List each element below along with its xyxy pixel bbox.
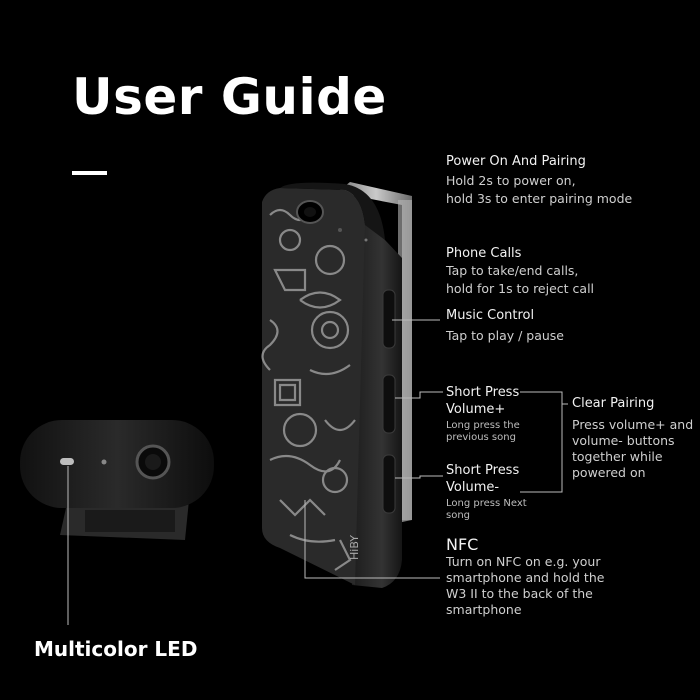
power-line-2: hold 3s to enter pairing mode: [446, 191, 633, 206]
nfc-leader-line: [304, 500, 440, 579]
device-main: [261, 182, 402, 588]
vol-down-heading-2: Volume-: [446, 480, 500, 495]
vol-down-line-2: song: [446, 510, 471, 521]
clear-line-4: powered on: [572, 465, 646, 480]
music-control-button[interactable]: [382, 289, 396, 349]
clear-line-1: Press volume+ and: [572, 417, 694, 432]
device-logo: HiBY: [348, 535, 361, 560]
led-indicator: [60, 458, 74, 465]
music-heading: Music Control: [446, 308, 535, 323]
doodle-pattern: [261, 208, 356, 571]
vol-up-leader-line: [395, 391, 443, 399]
nfc-line-4: smartphone: [446, 602, 522, 617]
nfc-line-2: smartphone and hold the: [446, 570, 605, 585]
music-section: Music Control Tap to play / pause: [446, 307, 564, 345]
vol-down-line-1: Long press Next: [446, 498, 527, 509]
vol-up-heading-1: Short Press: [446, 385, 520, 400]
vol-up-line-2: previous song: [446, 432, 516, 443]
nfc-section: NFC Turn on NFC on e.g. your smartphone …: [446, 535, 604, 618]
calls-line-2: hold for 1s to reject call: [446, 281, 595, 296]
clear-pairing-bracket: [520, 391, 563, 493]
clear-line-2: volume- buttons: [572, 433, 675, 448]
calls-section: Phone Calls Tap to take/end calls, hold …: [446, 245, 594, 298]
device-bottom-view: [20, 420, 214, 540]
nfc-heading: NFC: [446, 535, 479, 554]
clear-section: Clear Pairing Press volume+ and volume- …: [572, 395, 693, 481]
calls-line-1: Tap to take/end calls,: [446, 263, 579, 278]
music-line-1: Tap to play / pause: [446, 328, 564, 343]
power-section: Power On And Pairing Hold 2s to power on…: [446, 153, 632, 208]
led-label: Multicolor LED: [34, 637, 198, 661]
clear-heading: Clear Pairing: [572, 396, 655, 411]
nfc-line-1: Turn on NFC on e.g. your: [446, 554, 601, 569]
clear-line-3: together while: [572, 449, 663, 464]
title-underline: [72, 171, 107, 175]
vol-up-heading-2: Volume+: [446, 402, 506, 417]
vol-up-section: Short Press Volume+ Long press the previ…: [446, 384, 520, 444]
nfc-line-3: W3 II to the back of the: [446, 586, 593, 601]
volume-down-button[interactable]: [382, 454, 396, 514]
vol-down-leader-line: [395, 475, 443, 479]
page-title: User Guide: [72, 68, 387, 126]
power-heading: Power On And Pairing: [446, 154, 586, 169]
calls-heading: Phone Calls: [446, 246, 522, 261]
power-line-1: Hold 2s to power on,: [446, 173, 576, 188]
vol-down-section: Short Press Volume- Long press Next song: [446, 462, 527, 522]
vol-down-heading-1: Short Press: [446, 463, 520, 478]
vol-up-line-1: Long press the: [446, 420, 520, 431]
volume-up-button[interactable]: [382, 374, 396, 434]
